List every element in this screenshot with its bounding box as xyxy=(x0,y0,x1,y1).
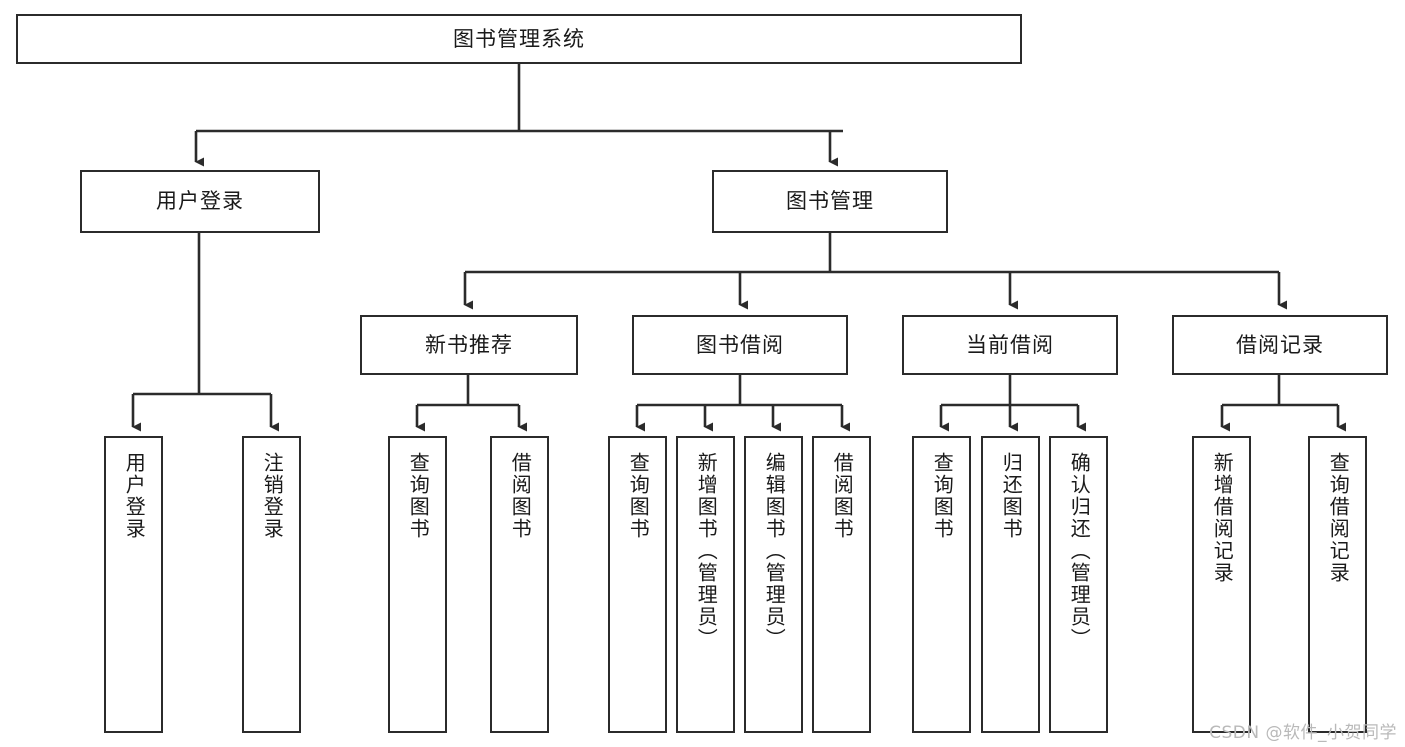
node-leaf-user-login-0-label: 用户登录 xyxy=(122,452,147,540)
node-leaf-book-borrow-2-label: 编辑图书（管理员） xyxy=(762,452,787,650)
node-leaf-current-borrow-0-label: 查询图书 xyxy=(930,452,955,540)
node-book-manage[interactable]: 图书管理 xyxy=(712,170,948,233)
node-leaf-new-book-1[interactable]: 借阅图书 xyxy=(490,436,549,733)
node-new-book-recommend-label: 新书推荐 xyxy=(425,332,513,357)
node-leaf-book-borrow-1[interactable]: 新增图书（管理员） xyxy=(676,436,735,733)
node-leaf-user-login-1[interactable]: 注销登录 xyxy=(242,436,301,733)
node-root-system-label: 图书管理系统 xyxy=(453,26,585,51)
node-leaf-book-borrow-3-label: 借阅图书 xyxy=(830,452,855,540)
node-leaf-current-borrow-2-label: 确认归还（管理员） xyxy=(1067,452,1092,650)
node-book-manage-label: 图书管理 xyxy=(786,189,874,214)
node-leaf-current-borrow-1[interactable]: 归还图书 xyxy=(981,436,1040,733)
node-leaf-new-book-0-label: 查询图书 xyxy=(406,452,431,540)
node-leaf-user-login-1-label: 注销登录 xyxy=(260,452,285,540)
node-root-system[interactable]: 图书管理系统 xyxy=(16,14,1022,64)
node-leaf-book-borrow-2[interactable]: 编辑图书（管理员） xyxy=(744,436,803,733)
node-leaf-current-borrow-0[interactable]: 查询图书 xyxy=(912,436,971,733)
node-borrow-record-label: 借阅记录 xyxy=(1236,332,1324,357)
node-book-borrow[interactable]: 图书借阅 xyxy=(632,315,848,375)
node-new-book-recommend[interactable]: 新书推荐 xyxy=(360,315,578,375)
node-leaf-borrow-record-0[interactable]: 新增借阅记录 xyxy=(1192,436,1251,733)
node-borrow-record[interactable]: 借阅记录 xyxy=(1172,315,1388,375)
node-leaf-book-borrow-1-label: 新增图书（管理员） xyxy=(694,452,719,650)
node-leaf-borrow-record-0-label: 新增借阅记录 xyxy=(1210,452,1235,584)
node-leaf-book-borrow-3[interactable]: 借阅图书 xyxy=(812,436,871,733)
node-leaf-new-book-1-label: 借阅图书 xyxy=(508,452,533,540)
node-leaf-book-borrow-0[interactable]: 查询图书 xyxy=(608,436,667,733)
node-leaf-borrow-record-1-label: 查询借阅记录 xyxy=(1326,452,1351,584)
csdn-watermark: CSDN @软件_小贺同学 xyxy=(1209,723,1397,743)
node-current-borrow[interactable]: 当前借阅 xyxy=(902,315,1118,375)
node-leaf-current-borrow-1-label: 归还图书 xyxy=(999,452,1024,540)
node-leaf-current-borrow-2[interactable]: 确认归还（管理员） xyxy=(1049,436,1108,733)
node-leaf-user-login-0[interactable]: 用户登录 xyxy=(104,436,163,733)
node-leaf-new-book-0[interactable]: 查询图书 xyxy=(388,436,447,733)
node-leaf-borrow-record-1[interactable]: 查询借阅记录 xyxy=(1308,436,1367,733)
node-user-login[interactable]: 用户登录 xyxy=(80,170,320,233)
node-user-login-label: 用户登录 xyxy=(156,189,244,214)
node-current-borrow-label: 当前借阅 xyxy=(966,332,1054,357)
node-leaf-book-borrow-0-label: 查询图书 xyxy=(626,452,651,540)
node-book-borrow-label: 图书借阅 xyxy=(696,332,784,357)
